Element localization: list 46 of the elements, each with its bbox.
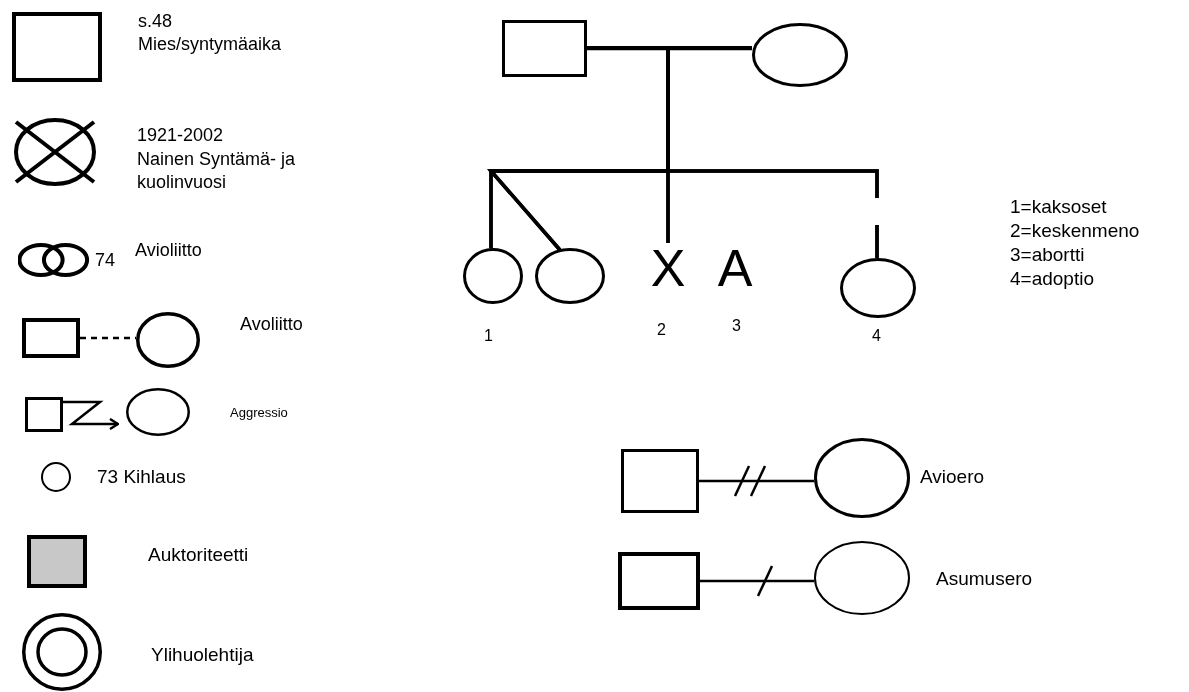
relationship-line [699, 479, 814, 483]
symbol-description: Avioero [920, 465, 985, 489]
circle-symbol [840, 258, 916, 318]
key-text: 1=kaksoset [1010, 195, 1107, 219]
symbol-description: s.48 [138, 10, 173, 33]
relationship-line [80, 336, 136, 340]
key-text: 4=adoptio [1010, 267, 1094, 291]
circle-symbol [136, 312, 200, 368]
key-text: 3=abortti [1010, 243, 1085, 267]
key-text: 2=keskenmeno [1010, 219, 1140, 243]
square-symbol [25, 397, 63, 432]
square-symbol [12, 12, 102, 82]
interlocked-rings-symbol [18, 243, 90, 277]
symbol-description: Avioliitto [135, 239, 202, 262]
square-symbol [618, 552, 700, 610]
number-label: 1 [484, 326, 493, 346]
symbol-description: Auktoriteetti [148, 543, 249, 567]
symbol-description: Mies/syntymäaika [138, 33, 283, 56]
symbol-description: 3 [732, 316, 741, 336]
symbol-description: Avoliitto [240, 313, 303, 336]
shaded-square-symbol [27, 535, 87, 588]
circle-symbol [814, 438, 910, 518]
symbol-description: Aggressio [230, 405, 288, 422]
relationship-line [700, 579, 814, 583]
double-circle-symbol [22, 613, 102, 691]
square-symbol [621, 449, 699, 513]
circle-symbol [41, 462, 71, 492]
square-symbol [502, 20, 587, 77]
descent-line [666, 46, 879, 258]
circle-symbol [814, 541, 910, 615]
symbol-description: 1921-2002 [137, 124, 224, 147]
symbol-description: Nainen Syntämä- ja kuolinvuosi [137, 148, 297, 193]
symbol-description: Asumusero [936, 567, 1033, 591]
symbol-description: 74 [95, 249, 116, 272]
symbol-description: 2 [657, 320, 666, 340]
symbol-description: 4 [872, 326, 881, 346]
circle-symbol [463, 248, 523, 304]
square-symbol [22, 318, 80, 358]
circle-symbol [126, 388, 190, 436]
circle-symbol [752, 23, 848, 87]
aggression-arrow [63, 400, 120, 431]
letter-symbol: X [645, 243, 691, 293]
letter-symbol: A [712, 243, 758, 293]
symbol-description: Ylihuolehtija [151, 643, 254, 667]
symbol-description: 73 Kihlaus [97, 465, 186, 489]
circle-symbol [535, 248, 605, 304]
